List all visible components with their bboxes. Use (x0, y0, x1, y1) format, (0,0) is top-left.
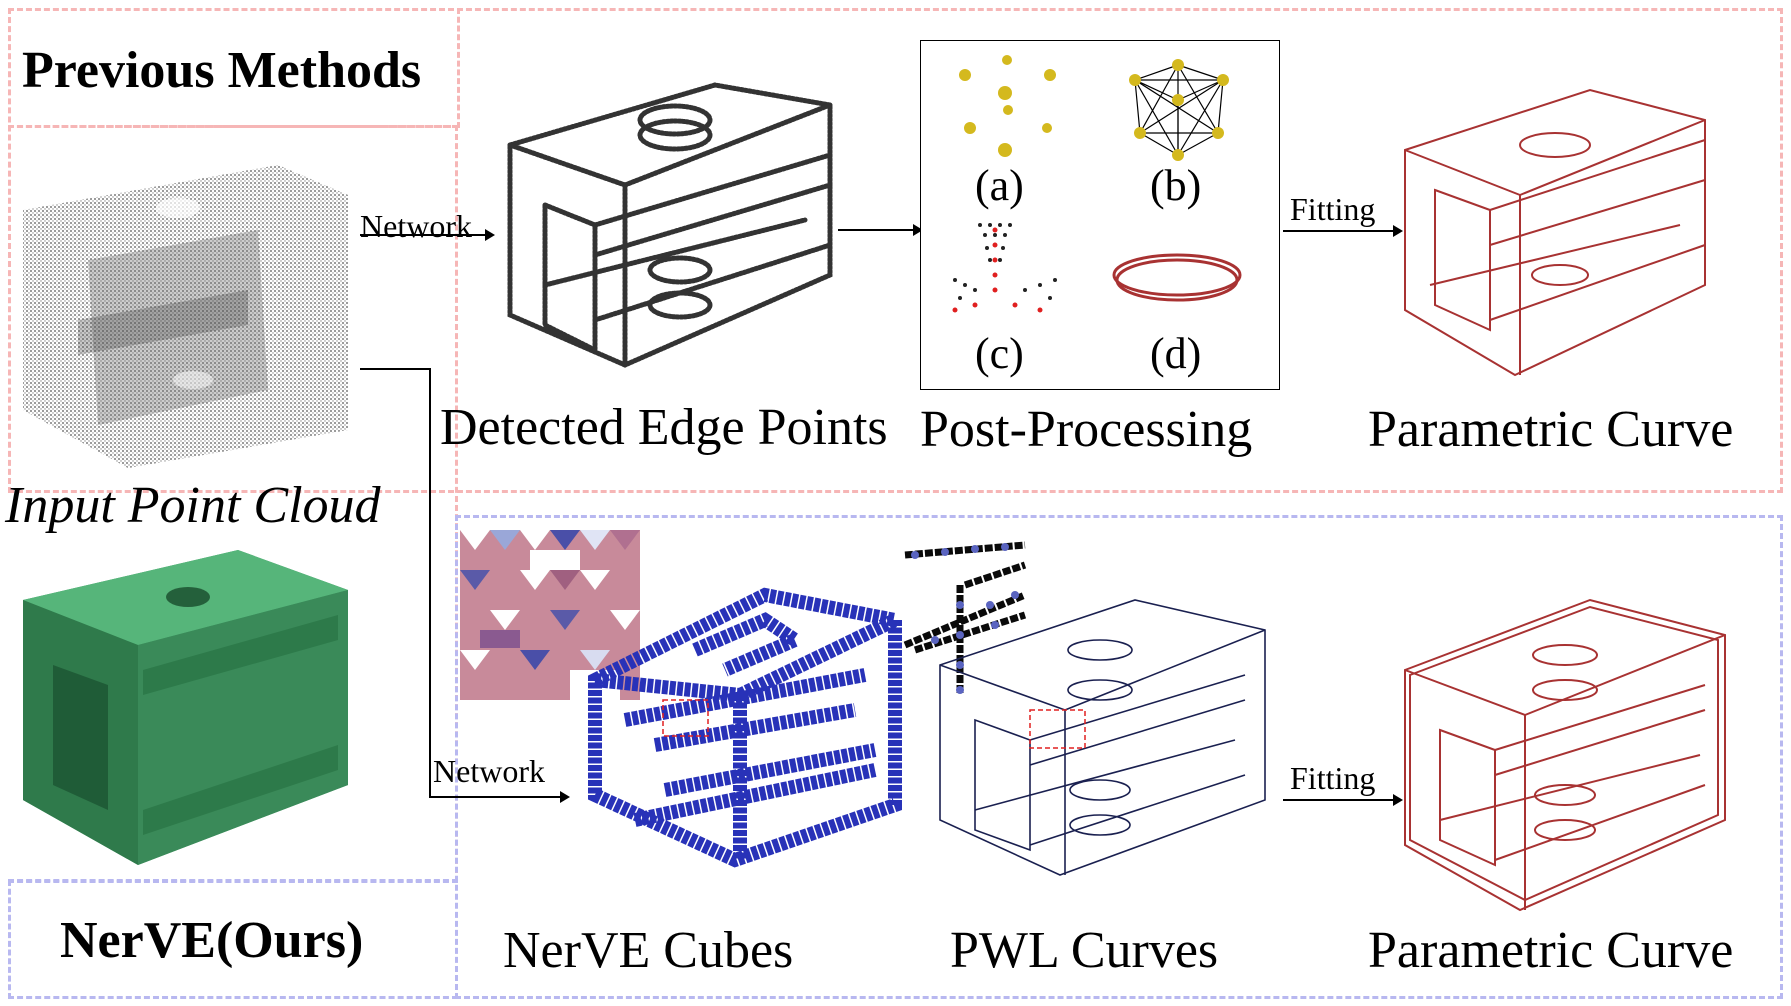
ours-title: NerVE(Ours) (60, 912, 364, 969)
post-processing-label: Post-Processing (920, 401, 1253, 458)
parametric-curve-icon (1404, 598, 1726, 912)
fitting-label-bottom: Fitting (1290, 760, 1376, 796)
pwl-curves-label: PWL Curves (950, 922, 1219, 979)
arrow-to-postprocess (838, 224, 923, 236)
previous-methods-title: Previous Methods (22, 42, 422, 99)
point-cloud-icon (23, 165, 348, 468)
arrow-network-top (360, 229, 495, 241)
circle-fit-icon (1112, 253, 1242, 302)
ours-title-box (8, 880, 458, 999)
network-label-top: Network (360, 208, 472, 244)
input-point-cloud-label: Input Point Cloud (5, 477, 381, 534)
edge-points-icon (507, 82, 833, 368)
complete-graph-icon (1129, 59, 1229, 161)
detected-edge-points-label: Detected Edge Points (440, 399, 888, 456)
scatter-nodes-icon (959, 55, 1056, 157)
neighborhood-points-icon (952, 223, 1057, 313)
pwl-curves-icon (939, 599, 1266, 876)
parametric-curve-label-top: Parametric Curve (1368, 401, 1734, 458)
fitting-label-top: Fitting (1290, 191, 1376, 227)
arrow-fitting-top (1283, 225, 1403, 237)
panel-a-label: (a) (975, 161, 1024, 210)
panel-d-label: (d) (1150, 329, 1202, 378)
previous-methods-region (8, 8, 1783, 493)
panel-b-label: (b) (1150, 161, 1202, 210)
pwl-closeup-icon (903, 541, 1027, 695)
arrow-network-bottom (360, 368, 570, 803)
arrow-fitting-bottom (1283, 794, 1403, 806)
parametric-curve-label-bottom: Parametric Curve (1368, 922, 1734, 979)
nerve-cubes-label: NerVE Cubes (503, 922, 794, 979)
network-label-bottom: Network (433, 753, 545, 789)
ours-region (455, 515, 1783, 999)
parametric-curve-icon (1404, 88, 1706, 377)
postprocess-panel (920, 40, 1280, 390)
panel-c-label: (c) (975, 329, 1024, 378)
nerve-cubes-icon (588, 587, 902, 868)
mesh-icon (23, 550, 348, 865)
